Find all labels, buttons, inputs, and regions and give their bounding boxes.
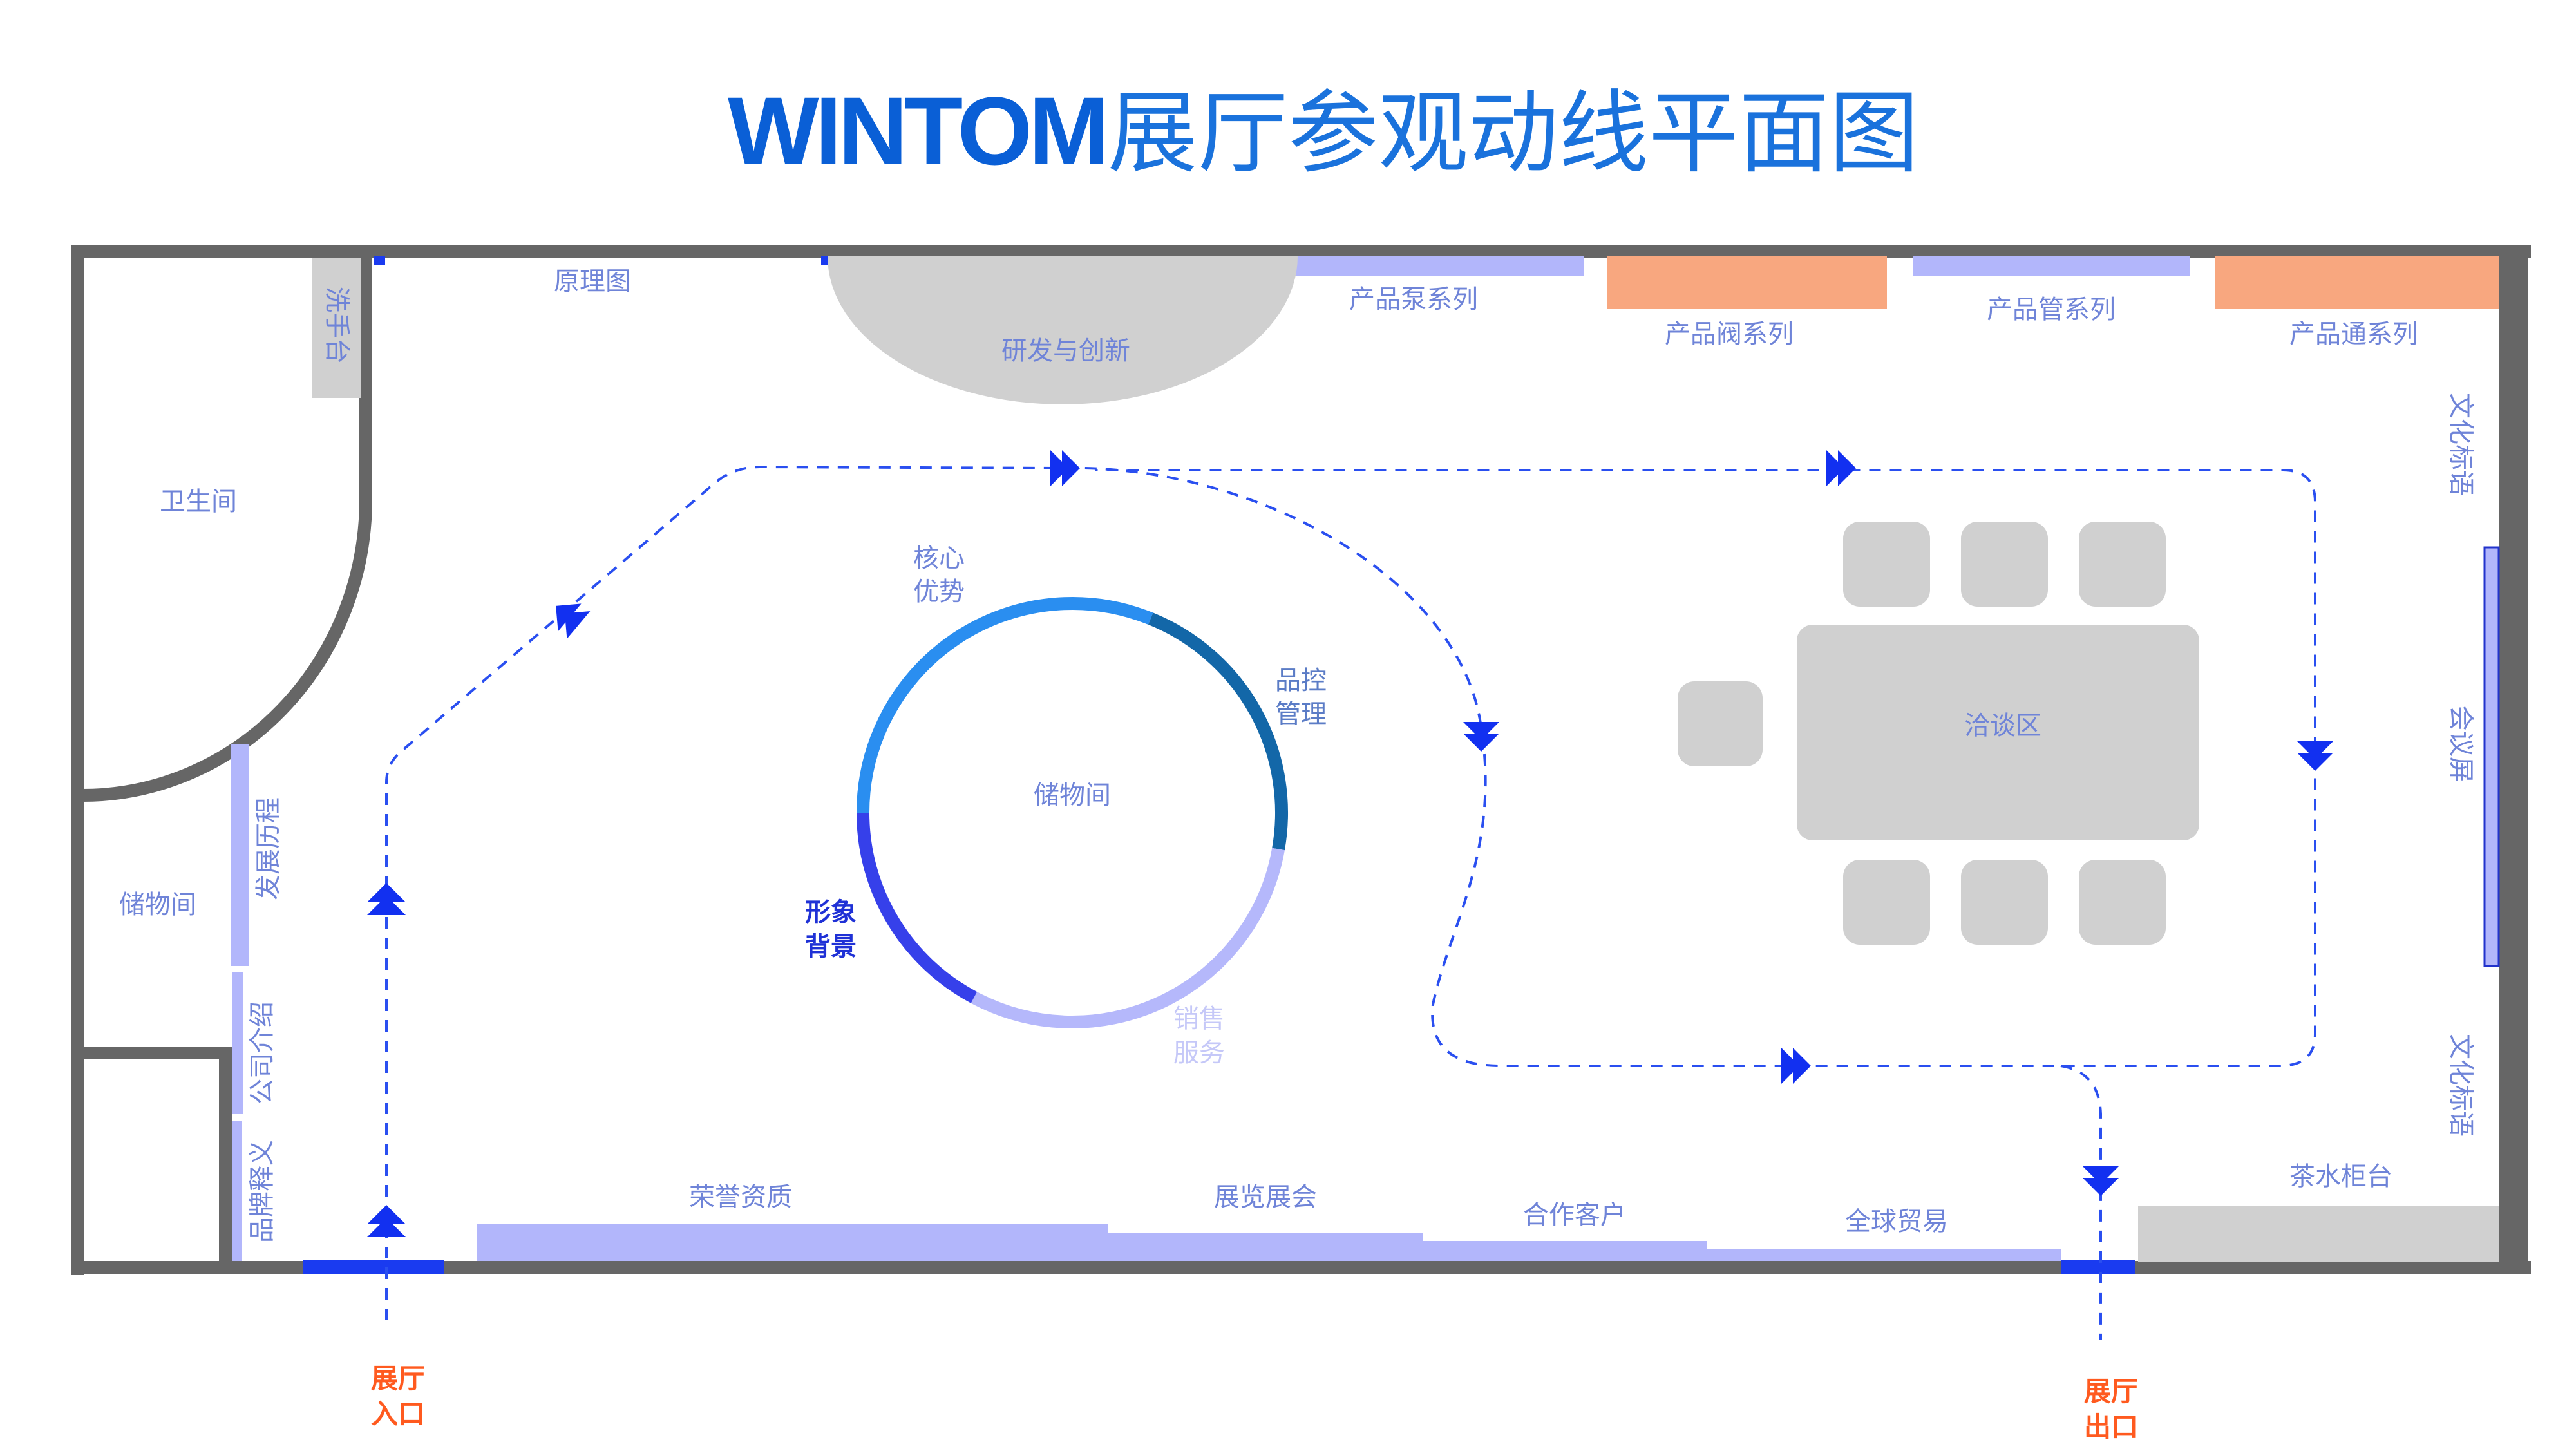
arrow-up-right-icon [556, 603, 591, 639]
label-screen: 会议屏 [2446, 705, 2476, 782]
page-title: WINTOM 展厅参观动线平面图 [728, 77, 1919, 186]
title-cjk: 展厅参观动线平面图 [1108, 81, 1919, 186]
ring-label-core: 核心 优势 [913, 544, 965, 607]
ring-segment-quality [1148, 612, 1288, 851]
label-culture-bottom: 文化标语 [2446, 1034, 2476, 1137]
arrow-up-icon [367, 1205, 406, 1237]
arrow-down-icon [2083, 1166, 2119, 1196]
exit-door [2061, 1260, 2135, 1274]
label-brand: 品牌释义 [247, 1140, 277, 1243]
company-panel [232, 972, 243, 1114]
title-latin: WINTOM [728, 77, 1105, 185]
ring-segment-core [857, 597, 1153, 813]
door-marker-1 [374, 256, 385, 265]
label-pump: 产品泵系列 [1349, 285, 1478, 314]
ring-segment-sales [971, 848, 1285, 1028]
honors-panel [477, 1224, 1108, 1261]
small-room-wall-h [77, 1046, 232, 1059]
pipe-panel [1913, 256, 2190, 276]
ring-label-line: 销售 [1173, 1004, 1225, 1034]
label-washbasin: 洗手台 [322, 287, 352, 364]
tea-counter [2138, 1206, 2499, 1262]
restroom-wall [359, 254, 372, 506]
ring-label-line: 管理 [1275, 699, 1327, 729]
exit-label: 展厅 出口 [2084, 1376, 2138, 1443]
pump-panel [1294, 256, 1584, 276]
chair [1961, 522, 2048, 607]
arrow-right-icon [1050, 450, 1080, 486]
exit-line: 出口 [2084, 1411, 2138, 1443]
label-partners: 合作客户 [1523, 1200, 1626, 1230]
history-panel [231, 744, 249, 966]
trade-panel [1707, 1249, 2061, 1261]
entrance-door [303, 1260, 444, 1274]
negotiation-table [1797, 625, 2199, 840]
label-storage-left: 储物间 [119, 890, 196, 920]
arrow-right-icon [1826, 450, 1856, 486]
label-rnd: 研发与创新 [1001, 336, 1130, 366]
ring-segment-image [857, 812, 978, 1003]
wall-right [2499, 245, 2528, 1274]
label-pipe: 产品管系列 [1987, 295, 2116, 325]
arrow-up-icon [367, 883, 406, 915]
wall-bottom [71, 1261, 2531, 1274]
ring-center-label: 储物间 [1034, 781, 1111, 810]
label-exhibitions: 展览展会 [1214, 1182, 1317, 1212]
label-company: 公司介绍 [247, 1001, 277, 1104]
wall-left [71, 245, 84, 1275]
ring-label-quality: 品控 管理 [1275, 666, 1327, 729]
arrow-right-icon [1781, 1048, 1811, 1084]
chair [1843, 522, 1930, 607]
label-restroom: 卫生间 [160, 487, 237, 516]
label-valve: 产品阀系列 [1665, 319, 1794, 349]
arrow-down-icon [2297, 741, 2333, 771]
connector-panel [2215, 256, 2499, 309]
label-connector: 产品通系列 [2289, 319, 2418, 349]
ring-label-line: 形象 [805, 898, 857, 927]
ring-label-sales: 销售 服务 [1173, 1004, 1225, 1068]
meeting-screen [2483, 546, 2500, 967]
label-tea: 茶水柜台 [2289, 1162, 2392, 1191]
entrance-line: 入口 [371, 1398, 425, 1430]
core-ring [857, 597, 1288, 1028]
label-honors: 荣誉资质 [689, 1182, 792, 1212]
chair [1961, 860, 2048, 945]
route-arrows [367, 450, 2333, 1237]
ring-label-line: 优势 [913, 577, 965, 607]
ring-label-line: 服务 [1173, 1038, 1225, 1068]
partners-panel [1423, 1241, 1707, 1261]
washbasin [312, 258, 361, 398]
label-trade: 全球贸易 [1845, 1207, 1948, 1236]
ring-label-image: 形象 背景 [805, 898, 857, 961]
chair [1843, 860, 1930, 945]
exhibitions-panel [1108, 1233, 1423, 1261]
doors [303, 256, 2135, 1274]
bottom-panels [477, 1224, 2061, 1261]
ring-label-line: 核心 [913, 544, 965, 573]
entrance-label: 展厅 入口 [371, 1363, 425, 1430]
label-schematic: 原理图 [554, 267, 631, 296]
wall-top [71, 245, 2531, 258]
label-negotiation: 洽谈区 [1964, 711, 2041, 741]
valve-panel [1607, 256, 1887, 309]
negotiation-area [1678, 522, 2199, 945]
ring-label-line: 背景 [805, 932, 857, 961]
chair-side [1678, 681, 1763, 766]
restroom-curved-wall [82, 502, 372, 802]
brand-panel [232, 1121, 242, 1261]
label-history: 发展历程 [254, 797, 283, 900]
ring-label-line: 品控 [1275, 666, 1327, 696]
entrance-line: 展厅 [371, 1363, 425, 1394]
route-exit [2060, 1065, 2102, 1340]
label-culture-top: 文化标语 [2446, 393, 2476, 496]
outer-walls [71, 245, 2531, 1275]
route-main [385, 465, 2316, 1320]
chair [2079, 522, 2166, 607]
exit-line: 展厅 [2084, 1376, 2138, 1407]
arrow-down-icon [1463, 722, 1499, 752]
chair [2079, 860, 2166, 945]
small-room-wall-v [219, 1046, 232, 1269]
rnd-area [828, 256, 1298, 404]
